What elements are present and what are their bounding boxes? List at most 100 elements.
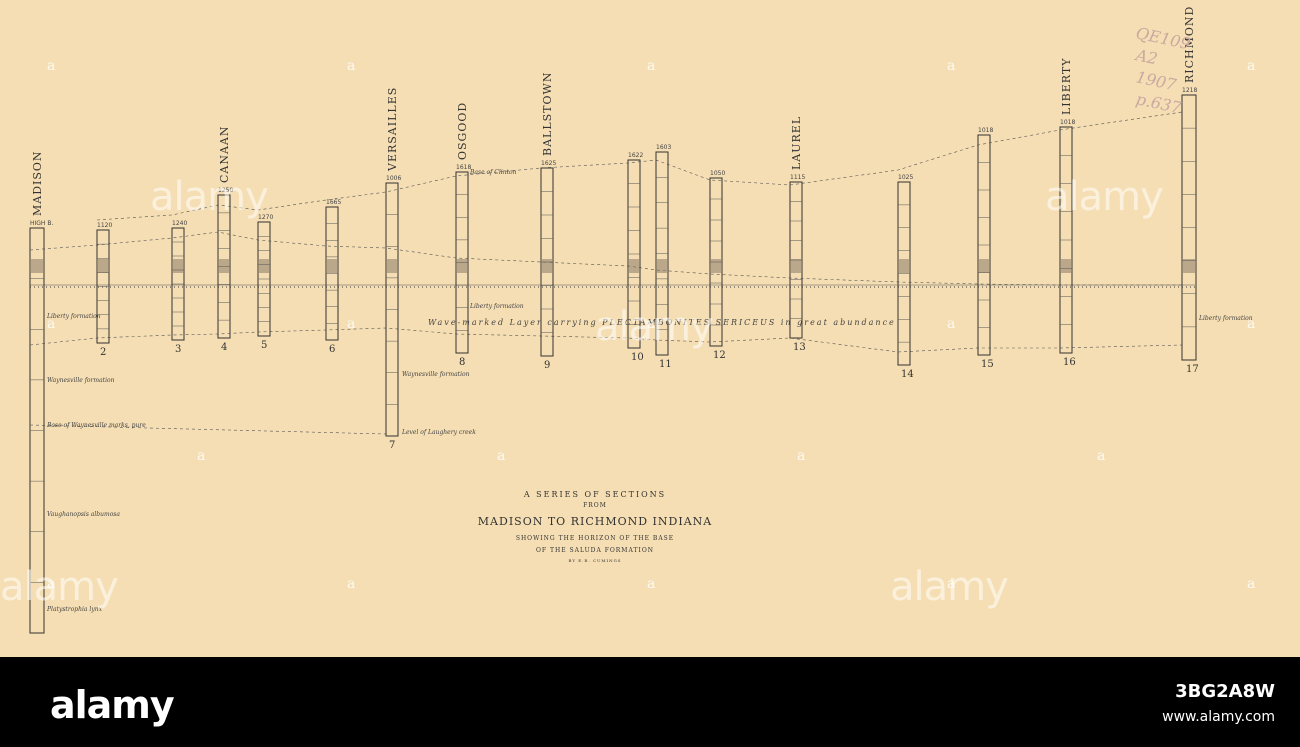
note-base-clinton: Base of Clinton [469, 169, 517, 176]
image-id: 3BG2A8W [1175, 681, 1275, 702]
column-name-4: CANAAN [218, 126, 231, 184]
column-number-13: 13 [793, 342, 806, 353]
column-elevation-13: 1115 [790, 174, 805, 181]
watermark-word-1: alamy [150, 174, 268, 220]
column-number-4: 4 [221, 342, 227, 353]
shale-band-1 [31, 259, 43, 273]
note-madison-waynesville: Waynesville formation [47, 377, 115, 384]
watermark-letter-6: a [47, 316, 55, 332]
shale-band-11 [657, 259, 667, 273]
note-osgood-liberty: Liberty formation [469, 303, 524, 310]
watermark-letter-4: a [947, 58, 955, 74]
watermark-letter-12: a [497, 448, 505, 464]
column-number-9: 9 [544, 360, 550, 371]
shale-band-5 [259, 259, 269, 273]
title-line-5: OF THE SALUDA FORMATION [535, 547, 654, 554]
alamy-logo: alamy [50, 683, 175, 727]
column-elevation-1: HIGH B. [30, 220, 53, 227]
watermark-letter-19: a [1247, 576, 1255, 592]
shale-band-6 [327, 259, 337, 273]
shale-band-8 [457, 259, 467, 273]
column-elevation-11: 1603 [656, 144, 671, 151]
stock-footer: alamy 3BG2A8W www.alamy.com [0, 657, 1300, 747]
watermark-letter-13: a [797, 448, 805, 464]
title-line-6: BY E.R. CUMINGS [568, 558, 622, 563]
footer-url: www.alamy.com [1162, 709, 1275, 725]
shale-band-2 [98, 259, 108, 273]
title-line-3: MADISON TO RICHMOND INDIANA [477, 515, 713, 528]
shale-band-16 [1061, 259, 1071, 273]
title-block: A SERIES OF SECTIONS FROM MADISON TO RIC… [470, 490, 720, 563]
column-elevation-15: 1018 [978, 127, 993, 134]
column-elevation-9: 1625 [541, 160, 556, 167]
watermark-letter-7: a [347, 316, 355, 332]
shale-band-13 [791, 259, 801, 273]
watermark-letter-5: a [1247, 58, 1255, 74]
title-line-4: SHOWING THE HORIZON OF THE BASE [515, 535, 675, 542]
column-name-17: RICHMOND [1183, 6, 1196, 83]
watermark-letter-18: a [947, 576, 955, 592]
column-elevation-2: 1120 [97, 222, 112, 229]
column-elevation-10: 1622 [628, 152, 643, 159]
column-number-17: 17 [1186, 364, 1199, 375]
column-number-10: 10 [631, 352, 644, 363]
watermark-letter-16: a [347, 576, 355, 592]
note-madison-vaughanopsis: Vaughanopsis albumosa [47, 511, 120, 518]
watermark-letter-9: a [947, 316, 955, 332]
note-richmond-liberty: Liberty formation [1198, 315, 1253, 322]
watermark-letter-11: a [197, 448, 205, 464]
horizon-label: Wave-marked Layer carrying PLECTAMBONITE… [428, 318, 896, 327]
shale-band-4 [219, 259, 229, 273]
watermark-word-5: alamy [890, 564, 1008, 610]
pencil-mark-2: A2 [1132, 45, 1159, 69]
column-number-6: 6 [329, 344, 335, 355]
shale-band-12 [711, 259, 721, 273]
watermark-word-4: alamy [0, 564, 118, 610]
watermark-word-2: alamy [1045, 174, 1163, 220]
pencil-mark-4: p.637 [1134, 89, 1184, 117]
shale-band-15 [979, 259, 989, 273]
column-number-5: 5 [261, 340, 267, 351]
note-madison-base: Base of Waynesville marks, pure [46, 422, 146, 429]
watermark-letter-1: a [47, 58, 55, 74]
watermark-letter-14: a [1097, 448, 1105, 464]
column-number-7: 7 [389, 440, 395, 451]
column-number-14: 14 [901, 369, 914, 380]
column-elevation-5: 1270 [258, 214, 273, 221]
shale-band-14 [899, 259, 909, 273]
column-number-15: 15 [981, 359, 994, 370]
shale-band-3 [173, 259, 183, 273]
shale-band-17 [1183, 259, 1195, 273]
column-number-12: 12 [713, 350, 726, 361]
column-number-3: 3 [175, 344, 181, 355]
note-madison-liberty: Liberty formation [46, 313, 101, 320]
column-number-16: 16 [1063, 357, 1076, 368]
column-number-8: 8 [459, 357, 465, 368]
note-versailles-waynesville: Waynesville formation [402, 371, 470, 378]
column-number-11: 11 [659, 359, 672, 370]
column-name-7: VERSAILLES [386, 87, 399, 172]
column-elevation-6: 1665 [326, 199, 341, 206]
column-elevation-17: 1218 [1182, 87, 1197, 94]
watermark-letter-8: a [647, 316, 655, 332]
column-elevation-16: 1018 [1060, 119, 1075, 126]
column-elevation-14: 1025 [898, 174, 913, 181]
column-elevation-8: 1618 [456, 164, 471, 171]
watermark-letter-2: a [347, 58, 355, 74]
correlation-line-4 [29, 424, 387, 435]
correlation-line-3 [96, 111, 1183, 221]
note-versailles-laughery: Level of Laughery creek [401, 429, 476, 436]
watermark-letter-15: a [47, 576, 55, 592]
watermark-letter-17: a [647, 576, 655, 592]
title-line-2: FROM [583, 502, 607, 509]
column-name-1: MADISON [31, 150, 44, 216]
watermark-word-3: alamy [595, 304, 713, 350]
column-elevation-4: 1250 [218, 187, 233, 194]
column-elevation-7: 1006 [386, 175, 401, 182]
column-name-16: LIBERTY [1060, 58, 1073, 115]
watermark-letter-10: a [1247, 316, 1255, 332]
column-name-13: LAUREL [790, 116, 803, 170]
shale-band-7 [387, 259, 397, 273]
column-name-9: BALLSTOWN [541, 72, 554, 156]
